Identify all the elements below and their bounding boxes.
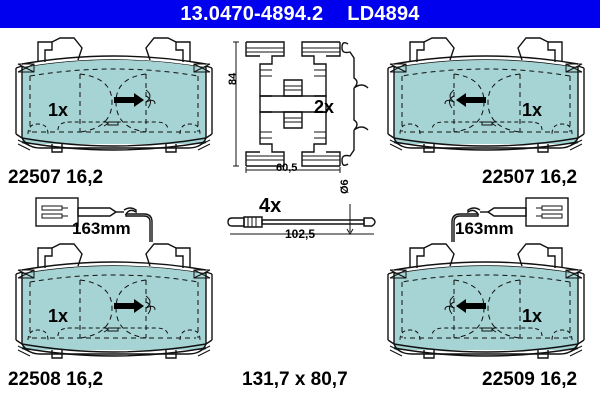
dimension-width bbox=[245, 167, 341, 173]
guide-pin-assembly[interactable] bbox=[222, 196, 382, 242]
wear-sensor-right[interactable] bbox=[420, 196, 570, 242]
wire-connector-icon bbox=[525, 197, 569, 227]
pin-length-dimension: 102,5 bbox=[285, 227, 316, 241]
spring-clip-icon bbox=[341, 41, 369, 167]
sensor-length-left: 163mm bbox=[72, 219, 131, 238]
part-label-bottom-right: 22509 16,2 bbox=[482, 369, 578, 390]
header-part-number: 13.0470-4894.2 bbox=[180, 3, 324, 25]
quantity-bottom-left: 1x bbox=[48, 306, 69, 326]
bracket-width-dimension: 60,5 bbox=[276, 162, 298, 174]
arrow-icon bbox=[456, 93, 486, 107]
sensor-length-right: 163mm bbox=[455, 219, 514, 238]
quantity-pin: 4x bbox=[259, 195, 282, 217]
wear-sensor-left[interactable] bbox=[34, 196, 184, 242]
header-catalog-code: LD4894 bbox=[347, 3, 420, 25]
bracket-height-dimension: 84 bbox=[227, 72, 239, 85]
brake-pad-top-right[interactable] bbox=[380, 34, 592, 164]
quantity-bracket: 2x bbox=[314, 97, 335, 117]
dimension-diameter bbox=[346, 204, 354, 235]
part-label-bottom-left: 22508 16,2 bbox=[8, 369, 104, 390]
arrow-icon bbox=[114, 299, 144, 313]
quantity-top-right: 1x bbox=[522, 100, 543, 120]
mounting-bracket-assembly[interactable] bbox=[228, 34, 374, 174]
brake-pad-top-left[interactable] bbox=[8, 34, 220, 164]
arrow-icon bbox=[114, 93, 144, 107]
header-bar: 13.0470-4894.2 LD4894 bbox=[0, 0, 600, 28]
arrow-icon bbox=[456, 299, 486, 313]
part-label-top-left: 22507 16,2 bbox=[8, 167, 104, 188]
quantity-bottom-right: 1x bbox=[522, 306, 543, 326]
pin-diameter-dimension: Ø6 bbox=[339, 179, 351, 194]
brake-pad-bottom-left[interactable] bbox=[8, 240, 220, 370]
brake-pad-bottom-right[interactable] bbox=[380, 240, 592, 370]
part-label-top-right: 22507 16,2 bbox=[482, 167, 578, 188]
overall-dimension-label: 131,7 x 80,7 bbox=[242, 369, 348, 390]
dimension-height bbox=[233, 41, 239, 167]
quantity-top-left: 1x bbox=[48, 100, 69, 120]
